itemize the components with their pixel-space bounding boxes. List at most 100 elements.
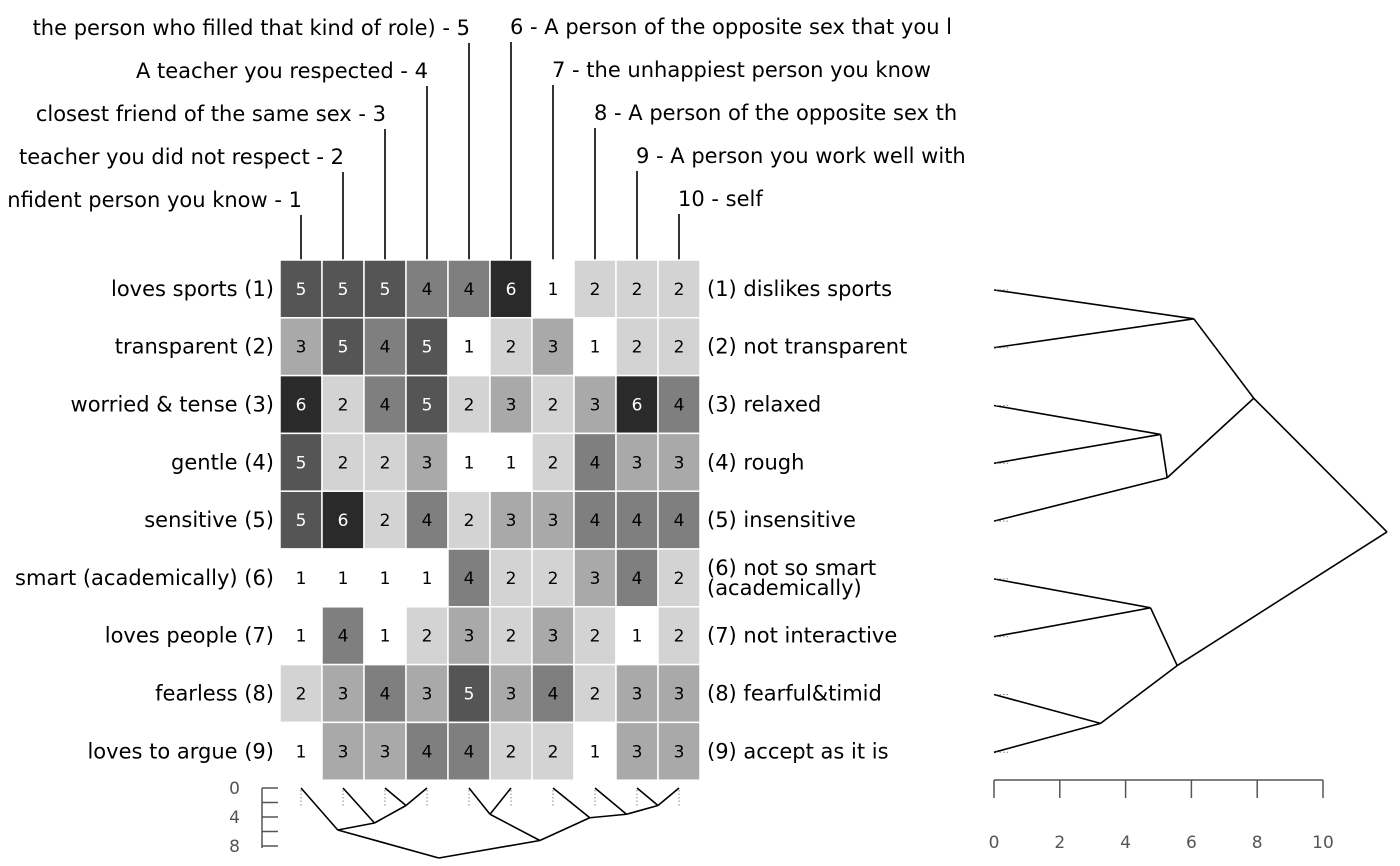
cell-value-label: 1 (422, 569, 433, 589)
heatmap-cell (615, 259, 659, 319)
cell-value-label: 2 (338, 396, 349, 416)
heatmap-cell (363, 721, 407, 781)
cell-value-label: 5 (422, 396, 433, 416)
cell-value-label: 2 (464, 511, 475, 531)
cell-value-label: 2 (590, 627, 601, 647)
right-pole-label: (7) not interactive (707, 624, 897, 648)
left-pole-label: gentle (4) (171, 450, 274, 474)
cell-value-label: 5 (338, 338, 349, 358)
heatmap-cell (489, 548, 533, 608)
heatmap-cell (405, 606, 449, 666)
column-dendrogram-branch (300, 787, 339, 831)
column-dendrogram-branch (589, 813, 627, 819)
heatmap-cell (573, 317, 617, 377)
cell-value-label: 5 (296, 453, 307, 473)
column-dendrogram-branch (405, 787, 428, 807)
left-pole-label: fearless (8) (155, 682, 274, 706)
row-axis-tick-label: 8 (1252, 833, 1263, 853)
column-dendrogram-branch (489, 787, 512, 815)
heatmap-cell (573, 432, 617, 492)
cell-value-label: 3 (590, 569, 601, 589)
cell-value-label: 1 (548, 280, 559, 300)
cell-value-label: 4 (674, 511, 685, 531)
cell-value-label: 5 (296, 511, 307, 531)
heatmap-cell (405, 490, 449, 550)
cell-value-label: 4 (464, 742, 475, 762)
row-axis-tick-label: 0 (989, 833, 1000, 853)
cell-value-label: 1 (296, 742, 307, 762)
cell-value-label: 2 (590, 685, 601, 705)
cell-value-label: 1 (380, 627, 391, 647)
heatmap-cell (657, 490, 701, 550)
heatmap-cell (321, 490, 365, 550)
heatmap-cell (279, 374, 323, 435)
heatmap-cell (573, 490, 617, 550)
cell-value-label: 5 (296, 280, 307, 300)
cell-value-label: 4 (548, 685, 559, 705)
column-dendrogram-branch (342, 787, 376, 824)
right-pole-label: (6) not so smart(academically) (707, 556, 876, 600)
heatmap-cell (531, 432, 575, 492)
heatmap-cell (657, 374, 701, 435)
row-dendrogram-branch (1159, 434, 1168, 478)
row-dendrogram-branch (993, 722, 1101, 754)
column-label: 8 - A person of the opposite sex th (594, 101, 957, 125)
column-dendrogram-branch (384, 787, 407, 807)
right-pole-label-line: (2) not transparent (707, 335, 907, 359)
cell-value-label: 4 (674, 396, 685, 416)
cell-value-label: 1 (590, 338, 601, 358)
heatmap-cell (447, 374, 491, 435)
row-dendrogram-branch (1166, 397, 1255, 479)
heatmap-cell (363, 548, 407, 608)
column-axis-tick-label: 0 (229, 779, 240, 799)
cell-value-label: 6 (338, 511, 349, 531)
column-label: 6 - A person of the opposite sex that yo… (510, 15, 952, 39)
row-dendrogram-branch (1149, 607, 1178, 666)
cell-value-label: 3 (674, 742, 685, 762)
heatmap-cell (489, 663, 533, 724)
cell-value-label: 5 (380, 280, 391, 300)
cell-value-label: 3 (380, 742, 391, 762)
cell-value-label: 4 (632, 511, 643, 531)
cell-value-label: 2 (338, 453, 349, 473)
cell-value-label: 2 (506, 627, 517, 647)
cell-value-label: 3 (422, 685, 433, 705)
column-label: nfident person you know - 1 (7, 188, 302, 212)
heatmap-cell (447, 606, 491, 666)
cell-value-label: 2 (506, 338, 517, 358)
cell-value-label: 4 (590, 511, 601, 531)
cell-value-label: 3 (506, 511, 517, 531)
right-pole-label: (8) fearful&timid (707, 682, 882, 706)
cell-value-label: 2 (674, 569, 685, 589)
cell-value-label: 4 (422, 742, 433, 762)
row-axis-tick-label: 2 (1054, 833, 1065, 853)
cell-value-label: 3 (632, 742, 643, 762)
cell-value-label: 4 (590, 453, 601, 473)
heatmap-cell (657, 721, 701, 781)
cell-value-label: 2 (674, 338, 685, 358)
cell-value-label: 3 (632, 685, 643, 705)
left-pole-label: sensitive (5) (144, 508, 274, 532)
heatmap-cell (279, 548, 323, 608)
heatmap-cell (321, 663, 365, 724)
cell-value-label: 3 (548, 338, 559, 358)
right-pole-label: (1) dislikes sports (707, 277, 892, 301)
cell-value-label: 4 (422, 511, 433, 531)
column-dendrogram-branch (539, 817, 591, 842)
heatmap-cell (321, 548, 365, 608)
row-dendrogram-branch (1193, 318, 1255, 399)
cell-value-label: 1 (632, 627, 643, 647)
cell-value-label: 2 (632, 338, 643, 358)
cell-value-label: 2 (506, 742, 517, 762)
cell-value-label: 3 (632, 453, 643, 473)
row-dendrogram-branch (993, 693, 1101, 725)
heatmap-cell (615, 490, 659, 550)
heatmap-cell (573, 721, 617, 781)
cell-value-label: 4 (464, 569, 475, 589)
heatmap-cell (405, 721, 449, 781)
cell-value-label: 2 (506, 569, 517, 589)
column-dendrogram-branch (636, 787, 659, 807)
heatmap-cell (405, 374, 449, 435)
